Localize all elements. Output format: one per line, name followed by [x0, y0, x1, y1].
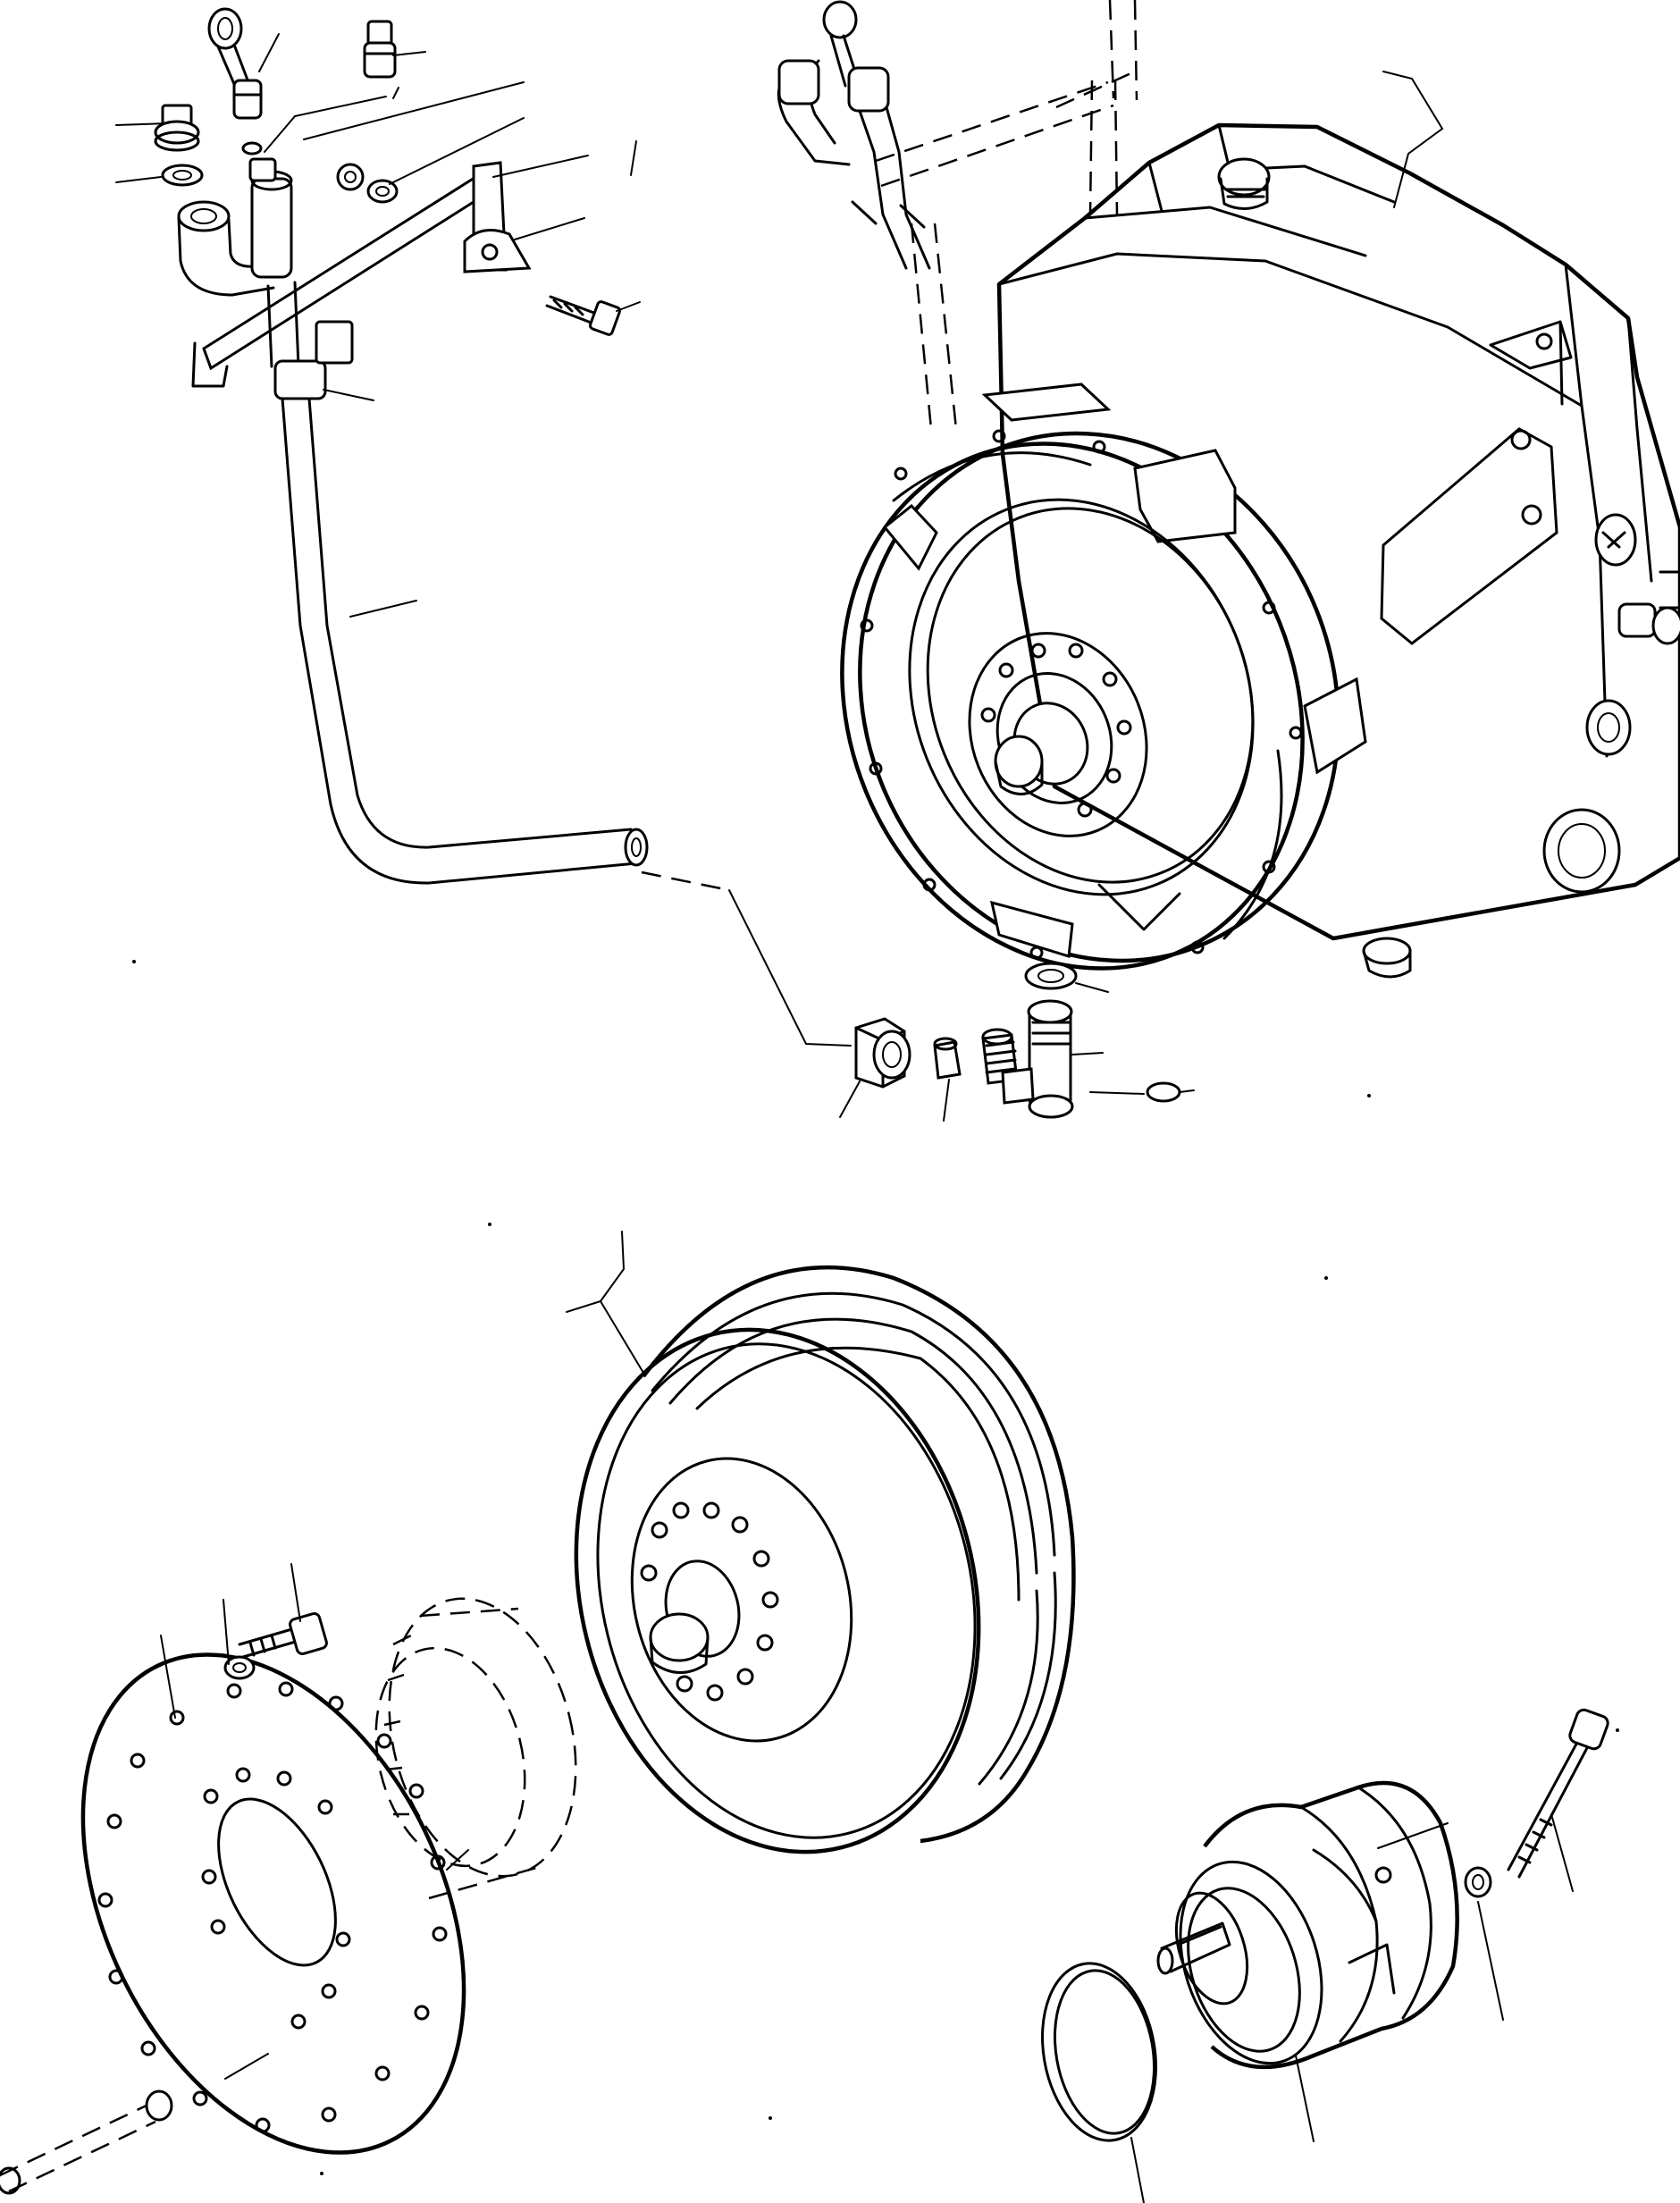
flex-plate-bolt	[223, 1612, 328, 1680]
tee-fitting	[1001, 999, 1074, 1119]
sleeve	[933, 1037, 962, 1080]
fitting-washer	[1024, 962, 1078, 990]
tube-nut	[854, 1017, 911, 1089]
torque-converter	[566, 1231, 1076, 1854]
bracket-bolt	[545, 295, 622, 336]
pump-bolt	[1464, 1708, 1609, 1898]
housing-side-fittings	[1542, 513, 1680, 894]
flex-plate	[0, 1563, 466, 2195]
bell-housing	[840, 383, 1367, 971]
housing-bracket	[1380, 320, 1573, 645]
converter-hub	[640, 1501, 779, 1702]
pump-shaft	[1156, 1891, 1249, 2005]
drain-plug	[154, 104, 200, 152]
breather-cap	[363, 20, 397, 79]
flex-plate-bolt-holes	[97, 1681, 448, 2133]
o-ring	[1146, 1081, 1181, 1103]
bell-housing-bolt-holes	[860, 429, 1303, 960]
oil-fitting-set	[641, 870, 1195, 1122]
tube-clamp	[463, 229, 532, 273]
sealing-washer	[161, 164, 204, 187]
dipstick-tube-assembly	[115, 7, 649, 885]
adapter-ring	[374, 1597, 577, 1900]
pump-assembly	[1041, 1708, 1609, 2203]
elbow-fitting	[177, 170, 293, 297]
input-hub	[968, 632, 1148, 837]
transmission-housing	[777, 0, 1680, 979]
bracket-nut	[336, 163, 399, 204]
flex-plate-nut	[0, 2089, 173, 2195]
dipstick-handle	[207, 7, 263, 120]
pump-o-ring	[1041, 1962, 1157, 2203]
fill-tube	[281, 397, 649, 885]
tube-collar	[266, 281, 354, 400]
cooler-hoses	[777, 0, 1138, 430]
callout-leaders-upper-left	[115, 33, 641, 618]
